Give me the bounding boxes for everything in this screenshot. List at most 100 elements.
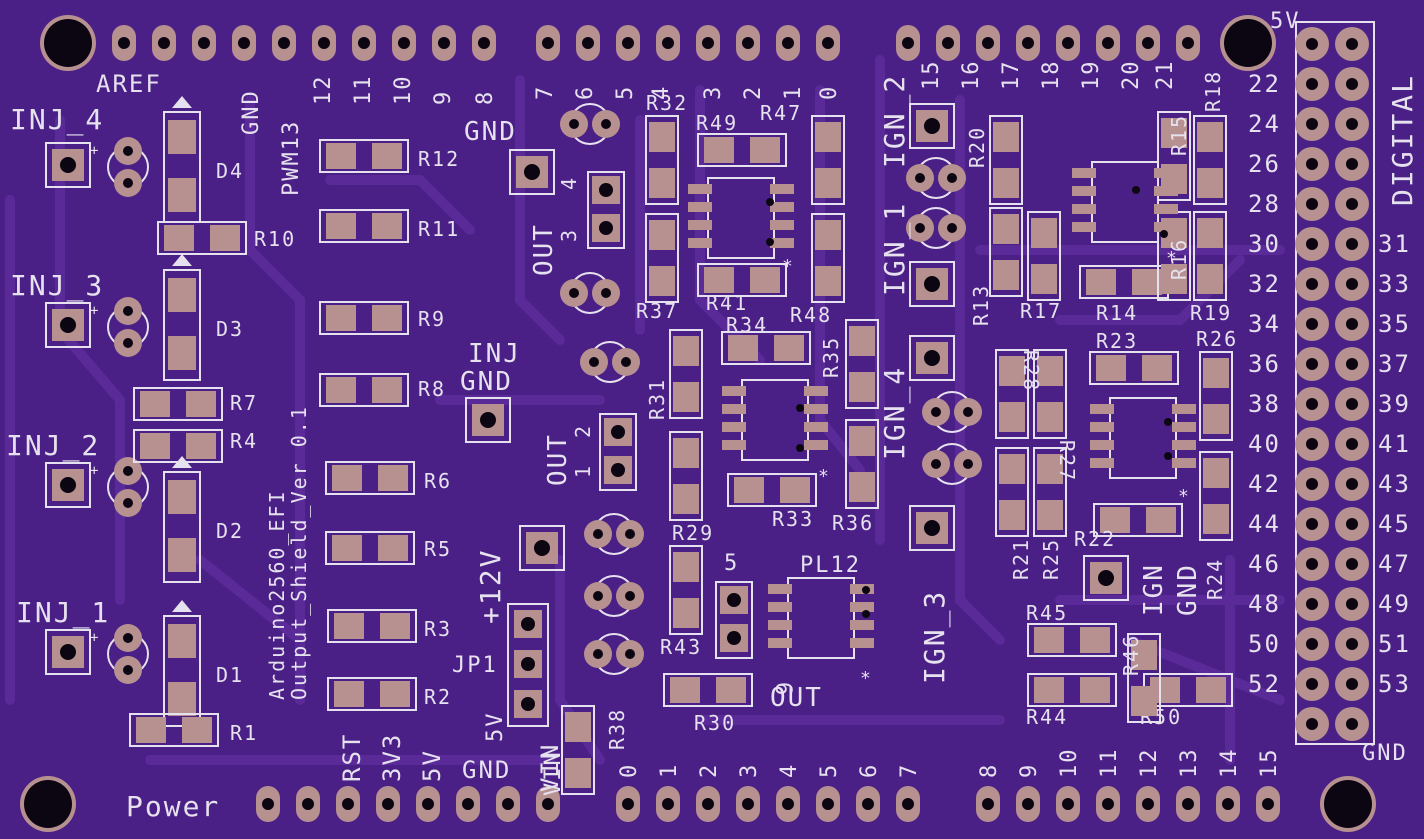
resistor-label: R19 — [1190, 301, 1232, 325]
terminal-outline — [45, 629, 91, 675]
ic-pad — [1072, 168, 1096, 178]
pin-hole — [1306, 598, 1318, 610]
via — [796, 444, 804, 452]
resistor-pad — [649, 220, 675, 250]
resistor-pad — [334, 681, 364, 707]
resistor-outline — [1157, 111, 1191, 201]
resistor-pad — [210, 225, 240, 251]
pin-hole — [982, 798, 994, 810]
digital-5v-label: 5V — [1270, 9, 1301, 34]
via — [862, 610, 870, 618]
resistor-outline — [995, 447, 1029, 537]
ic-pad — [688, 238, 712, 248]
ign-gnd-label: IGN — [1139, 563, 1169, 616]
pin-hole — [1306, 318, 1318, 330]
trace — [245, 95, 305, 705]
ignition-label: IGN_2 — [878, 74, 912, 168]
pin-hole — [1346, 478, 1358, 490]
header-pin-label: GND — [462, 756, 511, 784]
pin-hole — [1142, 37, 1154, 49]
resistor-outline — [811, 213, 845, 303]
digital-pin-label: 52 — [1248, 670, 1281, 698]
digital-pin-label: 36 — [1248, 350, 1281, 378]
pin-hole — [1346, 558, 1358, 570]
aref-label: AREF — [96, 70, 162, 98]
resistor-pad — [372, 213, 402, 239]
resistor-pad — [140, 433, 170, 459]
header-pin-label: 11 — [351, 75, 376, 106]
pin-hole — [625, 591, 635, 601]
resistor-pad — [1037, 402, 1063, 432]
pin-hole — [318, 37, 330, 49]
mounting-hole — [44, 19, 92, 67]
resistor-label: R18 — [1201, 70, 1225, 112]
ic-pad — [850, 638, 874, 648]
pin-hole — [662, 37, 674, 49]
pin-hole — [1306, 38, 1318, 50]
resistor-label: R35 — [819, 336, 843, 378]
out-number: 4 — [557, 176, 581, 190]
digital-pin-label: 22 — [1248, 70, 1281, 98]
pin-hole — [963, 459, 973, 469]
digital-pin-label: 49 — [1378, 590, 1411, 618]
pin-hole — [782, 37, 794, 49]
ic-pad — [1090, 404, 1114, 414]
pin-hole — [1346, 598, 1358, 610]
pin-hole — [123, 466, 133, 476]
resistor-pad — [334, 613, 364, 639]
resistor-label: R43 — [660, 635, 702, 659]
resistor-pad — [378, 465, 408, 491]
resistor-pad — [136, 717, 166, 743]
resistor-pad — [1203, 404, 1229, 434]
header-pin-label: 3 — [701, 85, 726, 100]
ign-gnd-label: GND — [1173, 563, 1203, 616]
pin-hole — [521, 657, 535, 671]
digital-pin-label: 33 — [1378, 270, 1411, 298]
ic-pad — [1072, 222, 1096, 232]
digital-pin-label: 50 — [1248, 630, 1281, 658]
terminal-hole — [480, 412, 496, 428]
resistor-pad — [1203, 504, 1229, 534]
jumper-outline — [599, 413, 637, 491]
ic-pad — [1172, 440, 1196, 450]
header-pin-label: 10 — [391, 75, 416, 106]
header-pin-label: 8 — [473, 90, 498, 105]
diode-label: D4 — [216, 159, 244, 183]
pin-hole — [982, 37, 994, 49]
resistor-pad — [372, 143, 402, 169]
pin-hole — [342, 798, 354, 810]
resistor-pad — [704, 137, 734, 163]
pin-hole — [1142, 798, 1154, 810]
ic-outline — [1091, 161, 1159, 243]
digital-pin-label: 39 — [1378, 390, 1411, 418]
plus-12v-label: +12V — [474, 549, 507, 624]
ic-pad — [1172, 422, 1196, 432]
terminal-hole — [60, 477, 76, 493]
pin-hole — [593, 529, 603, 539]
pin-hole — [599, 183, 613, 197]
pin-hole — [942, 37, 954, 49]
ic-pad — [770, 238, 794, 248]
resistor-outline — [1199, 351, 1233, 441]
resistor-pad — [815, 122, 841, 152]
resistor-label: R49 — [696, 111, 738, 135]
resistor-pad — [182, 717, 212, 743]
resistor-pad — [565, 712, 591, 742]
resistor-label: R22 — [1074, 527, 1116, 551]
resistor-label: R9 — [418, 307, 446, 331]
header-pin-label: 7 — [897, 763, 922, 778]
header-pin-label: 6 — [857, 763, 882, 778]
resistor-pad — [774, 335, 804, 361]
resistor-pad — [1161, 264, 1187, 294]
resistor-pad — [1037, 500, 1063, 530]
via — [1160, 230, 1168, 238]
via — [766, 198, 774, 206]
pin-hole — [1346, 78, 1358, 90]
pin1-marker: * — [1166, 248, 1179, 269]
resistor-label: R29 — [672, 521, 714, 545]
resistor-outline — [1027, 673, 1117, 707]
pin-hole — [862, 798, 874, 810]
pin1-marker: * — [818, 466, 831, 487]
pin-hole — [502, 798, 514, 810]
pin-hole — [947, 223, 957, 233]
